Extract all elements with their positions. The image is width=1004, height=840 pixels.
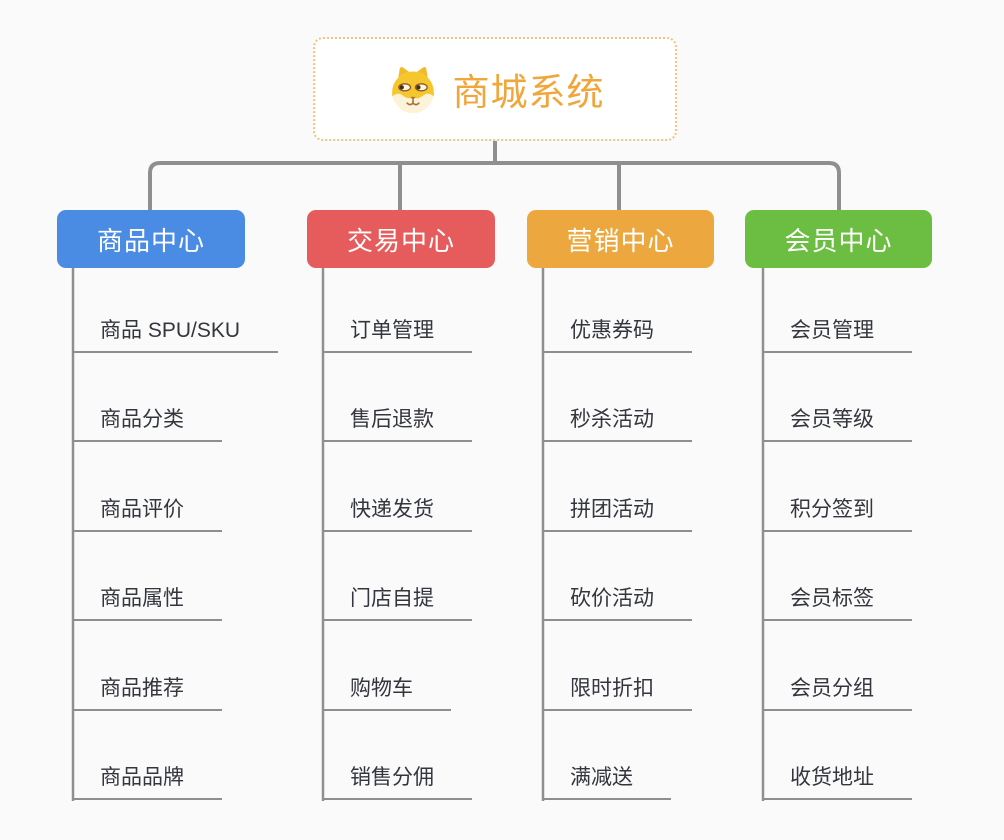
leaf-node[interactable]: 销售分佣 <box>323 764 472 800</box>
leaf-node[interactable]: 订单管理 <box>323 317 472 353</box>
leaf-node[interactable]: 商品 SPU/SKU <box>73 317 279 353</box>
branch-node-member-center[interactable]: 会员中心 <box>745 210 932 268</box>
leaf-node[interactable]: 拼团活动 <box>543 496 692 532</box>
leaf-node[interactable]: 积分签到 <box>763 496 912 532</box>
branch-node-product-center[interactable]: 商品中心 <box>57 210 245 268</box>
leaf-node[interactable]: 秒杀活动 <box>543 406 692 442</box>
leaf-node[interactable]: 优惠券码 <box>543 317 692 353</box>
leaf-node[interactable]: 会员分组 <box>763 675 912 711</box>
branch-label: 会员中心 <box>784 225 893 256</box>
branch-label: 商品中心 <box>96 225 205 256</box>
leaf-node[interactable]: 售后退款 <box>323 406 472 442</box>
leaf-node[interactable]: 会员等级 <box>763 406 912 442</box>
root-node[interactable]: 商城系统 <box>313 37 677 141</box>
leaf-node[interactable]: 满减送 <box>543 764 671 800</box>
leaf-node[interactable]: 商品分类 <box>73 406 222 442</box>
leaf-node[interactable]: 门店自提 <box>323 585 472 621</box>
leaf-node[interactable]: 收货地址 <box>763 764 912 800</box>
leaf-node[interactable]: 会员管理 <box>763 317 912 353</box>
branch-node-trade-center[interactable]: 交易中心 <box>307 210 495 268</box>
branch-node-marketing-center[interactable]: 营销中心 <box>527 210 714 268</box>
leaf-node[interactable]: 商品推荐 <box>73 675 222 711</box>
leaf-node[interactable]: 砍价活动 <box>543 585 692 621</box>
leaf-node[interactable]: 商品属性 <box>73 585 222 621</box>
leaf-node[interactable]: 商品品牌 <box>73 764 222 800</box>
leaf-node[interactable]: 会员标签 <box>763 585 912 621</box>
branch-label: 交易中心 <box>346 225 455 256</box>
root-title: 商城系统 <box>452 72 605 113</box>
branch-label: 营销中心 <box>566 225 675 256</box>
dog-icon <box>391 66 434 114</box>
leaf-node[interactable]: 购物车 <box>323 675 451 711</box>
leaf-node[interactable]: 快递发货 <box>323 496 472 532</box>
leaf-node[interactable]: 商品评价 <box>73 496 222 532</box>
branch-connector-rail <box>148 161 841 211</box>
leaf-node[interactable]: 限时折扣 <box>543 675 692 711</box>
